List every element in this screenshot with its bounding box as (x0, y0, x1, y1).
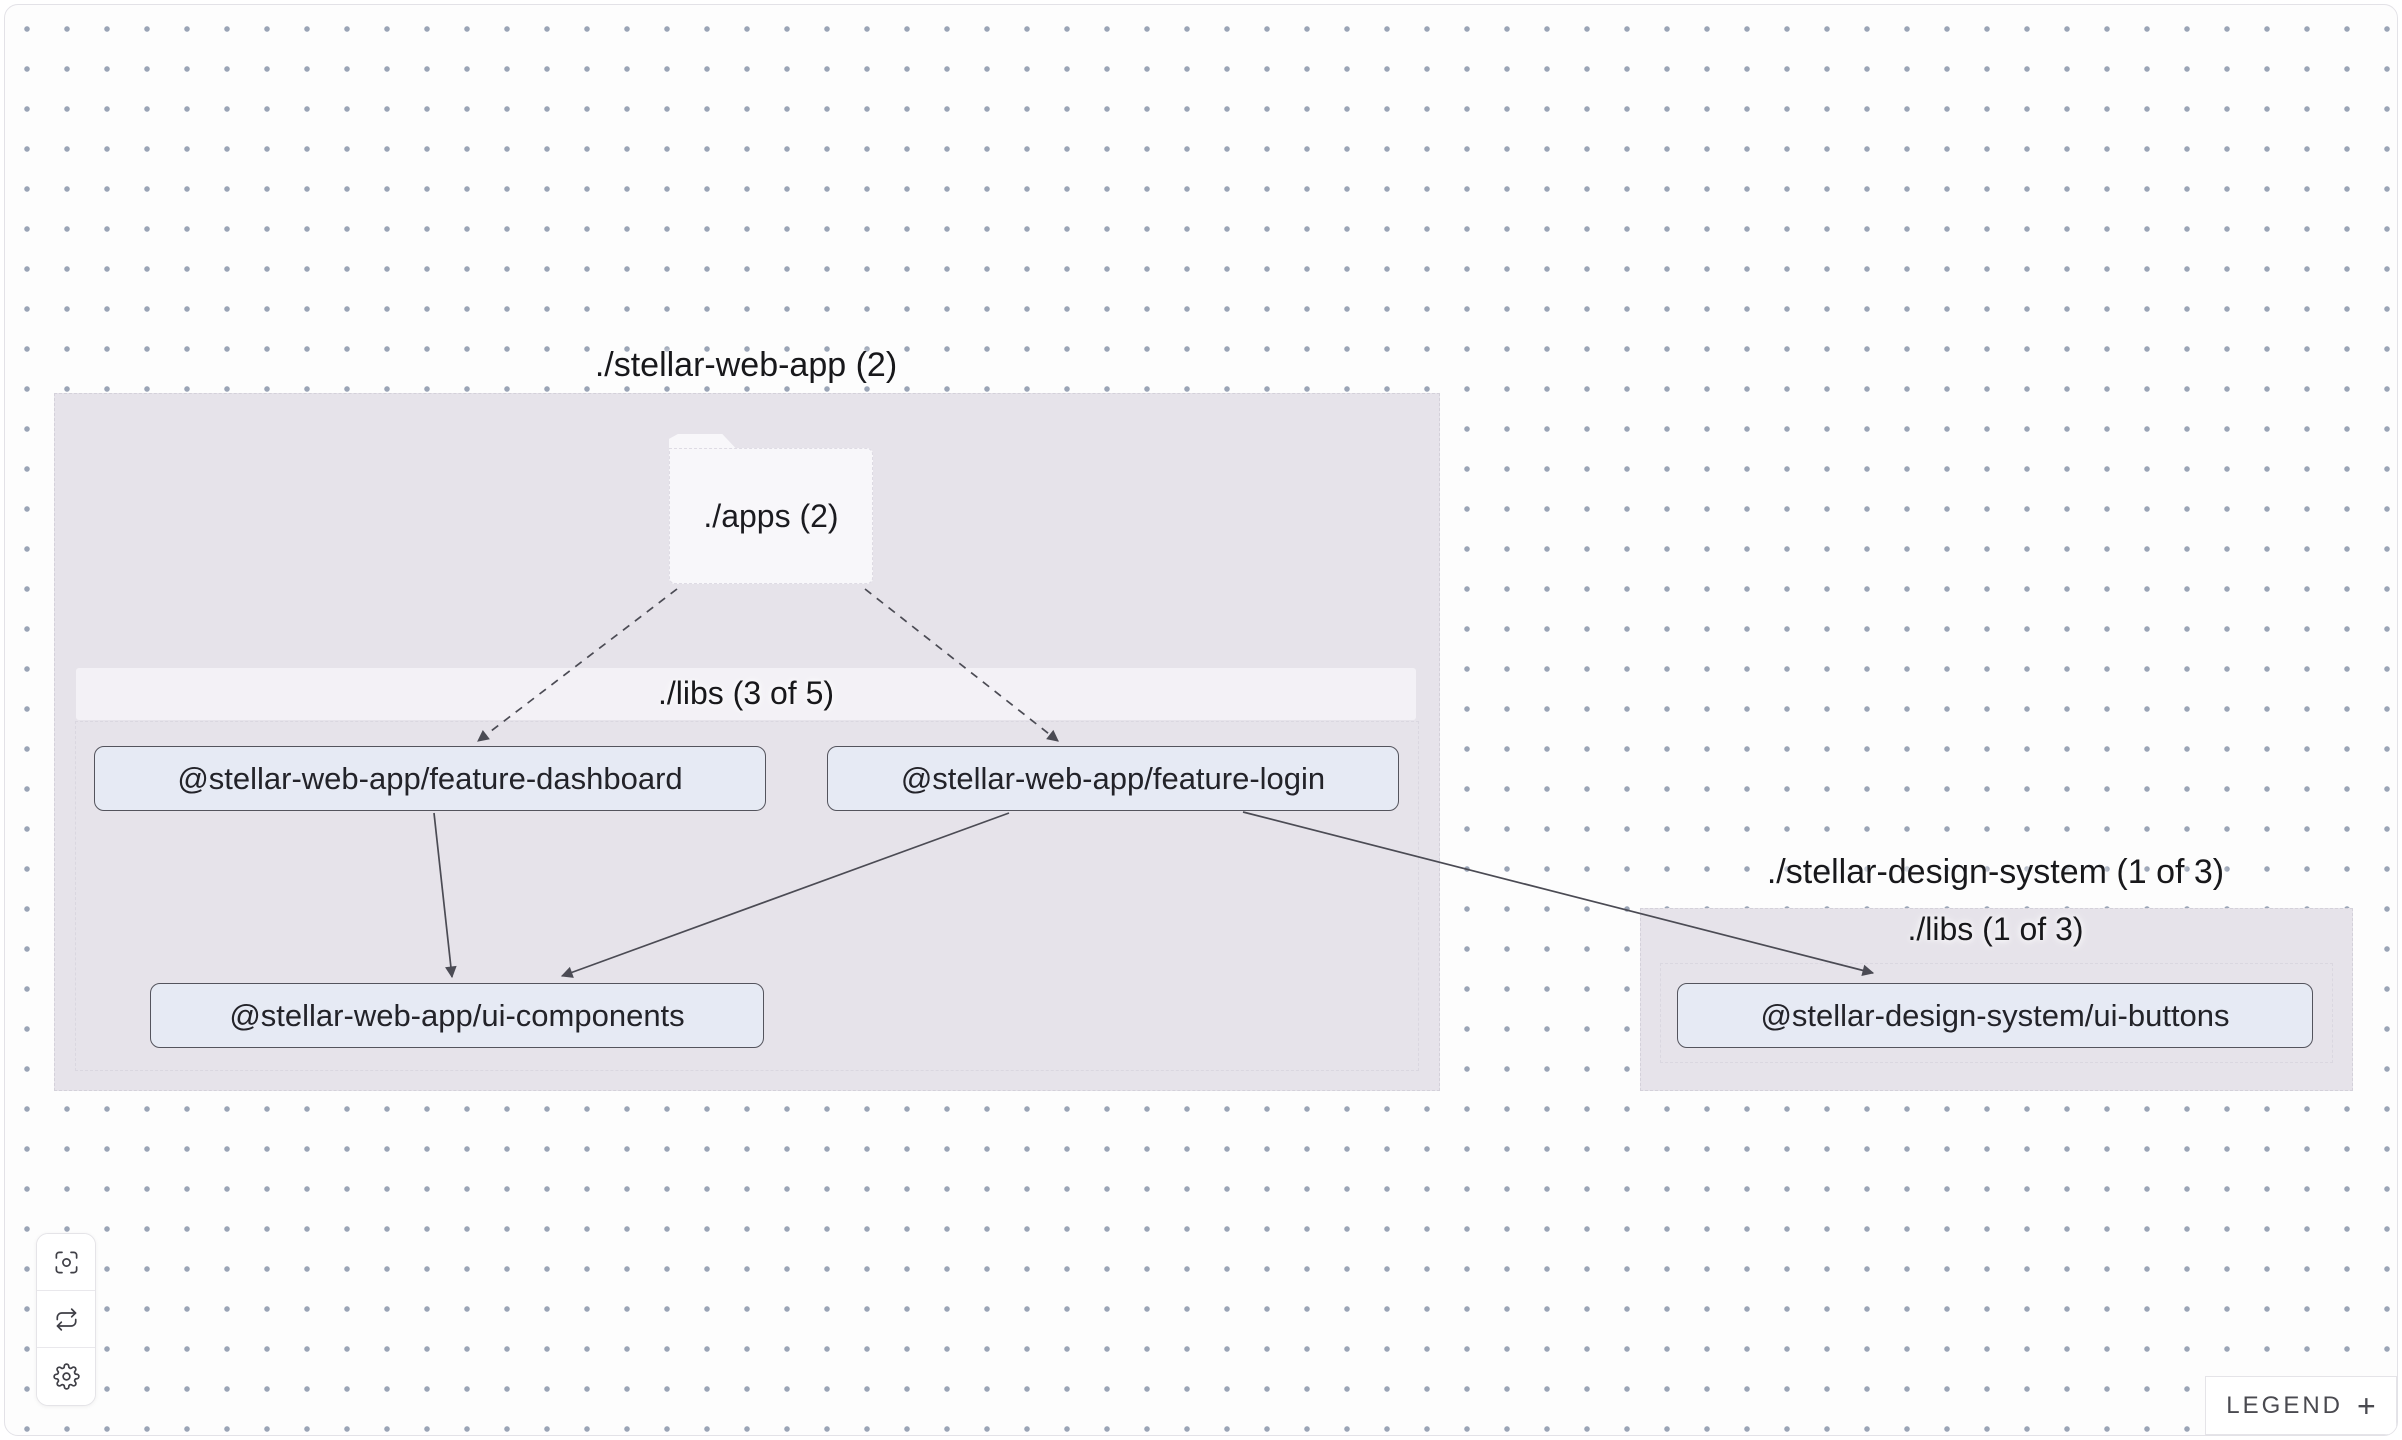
settings-button[interactable] (37, 1348, 95, 1405)
zoom-to-fit-button[interactable] (37, 1234, 95, 1291)
node-feature-dashboard-label: @stellar-web-app/feature-dashboard (177, 760, 683, 796)
node-ui-buttons-label: @stellar-design-system/ui-buttons (1760, 997, 2230, 1033)
subgroup-label-libs-web-app: ./libs (3 of 5) (657, 675, 835, 711)
subgroup-libs-stellar-design-system[interactable] (1660, 963, 2333, 1063)
focus-icon (55, 1251, 77, 1273)
node-feature-login[interactable]: @stellar-web-app/feature-login (827, 746, 1399, 811)
folder-apps-label: ./apps (2) (703, 497, 839, 534)
folder-apps[interactable]: ./apps (2) (669, 434, 873, 584)
node-ui-components[interactable]: @stellar-web-app/ui-components (150, 983, 764, 1048)
node-ui-buttons[interactable]: @stellar-design-system/ui-buttons (1677, 983, 2313, 1048)
refresh-button[interactable] (37, 1291, 95, 1348)
refresh-icon (55, 1307, 77, 1331)
group-label-stellar-web-app: ./stellar-web-app (2) (594, 346, 898, 384)
node-feature-dashboard[interactable]: @stellar-web-app/feature-dashboard (94, 746, 766, 811)
graph-canvas[interactable]: ./stellar-web-app (2) ./stellar-design-s… (4, 4, 2398, 1436)
node-ui-components-label: @stellar-web-app/ui-components (229, 997, 685, 1033)
graph-toolbar (36, 1233, 96, 1406)
gear-icon (52, 1363, 80, 1390)
plus-icon: + (2357, 1387, 2376, 1424)
subgroup-label-libs-design-system: ./libs (1 of 3) (1907, 911, 2084, 947)
legend-button[interactable]: LEGEND + (2205, 1376, 2397, 1435)
legend-label: LEGEND (2226, 1391, 2343, 1419)
group-label-stellar-design-system: ./stellar-design-system (1 of 3) (1766, 853, 2225, 891)
node-feature-login-label: @stellar-web-app/feature-login (900, 760, 1326, 796)
libs-label-band (76, 668, 1416, 720)
